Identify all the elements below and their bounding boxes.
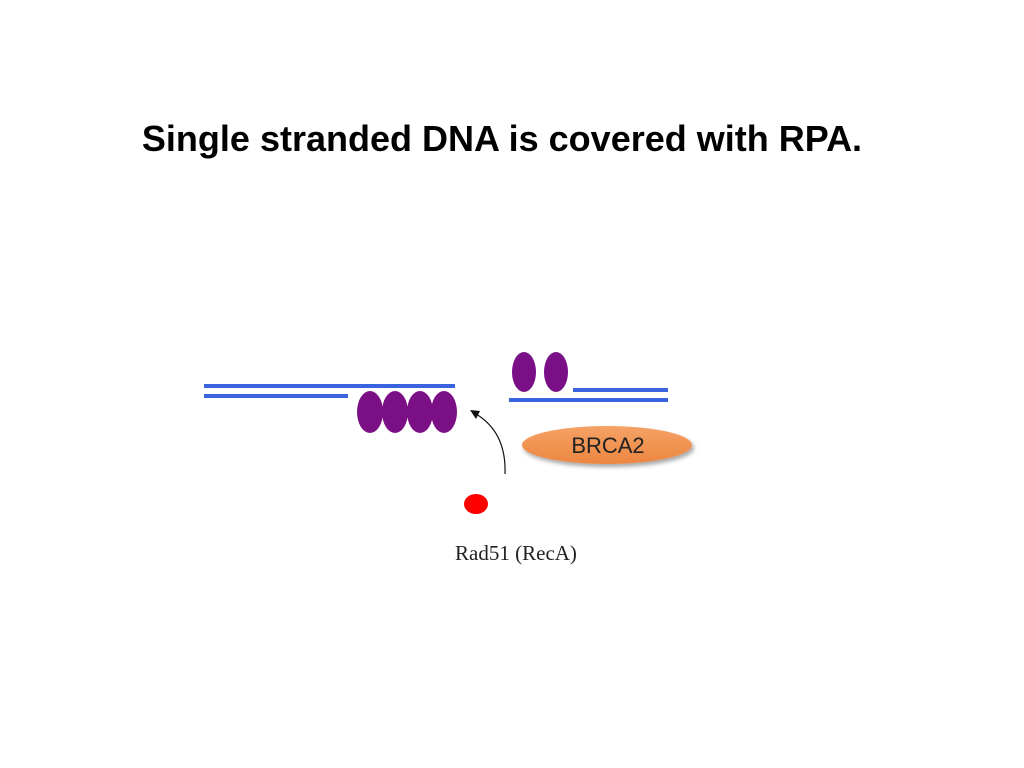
- slide-title: Single stranded DNA is covered with RPA.: [141, 118, 863, 159]
- rad51-label: Rad51 (RecA): [455, 541, 577, 565]
- curved-arrow-icon: [470, 410, 506, 475]
- rpa-protein: [357, 391, 383, 433]
- right-dna-fragment: [509, 388, 668, 402]
- brca2-label: BRCA2: [571, 433, 644, 458]
- left-rpa-cluster: [357, 391, 457, 433]
- brca2-protein: [522, 426, 692, 464]
- rad51-protein: [464, 494, 488, 514]
- rpa-protein: [407, 391, 433, 433]
- rpa-protein: [512, 352, 536, 392]
- right-rpa-cluster: [512, 352, 568, 392]
- rpa-protein: [382, 391, 408, 433]
- brca2-shape: [522, 426, 692, 464]
- rpa-protein: [431, 391, 457, 433]
- left-dna-fragment: [204, 384, 455, 398]
- rpa-protein: [544, 352, 568, 392]
